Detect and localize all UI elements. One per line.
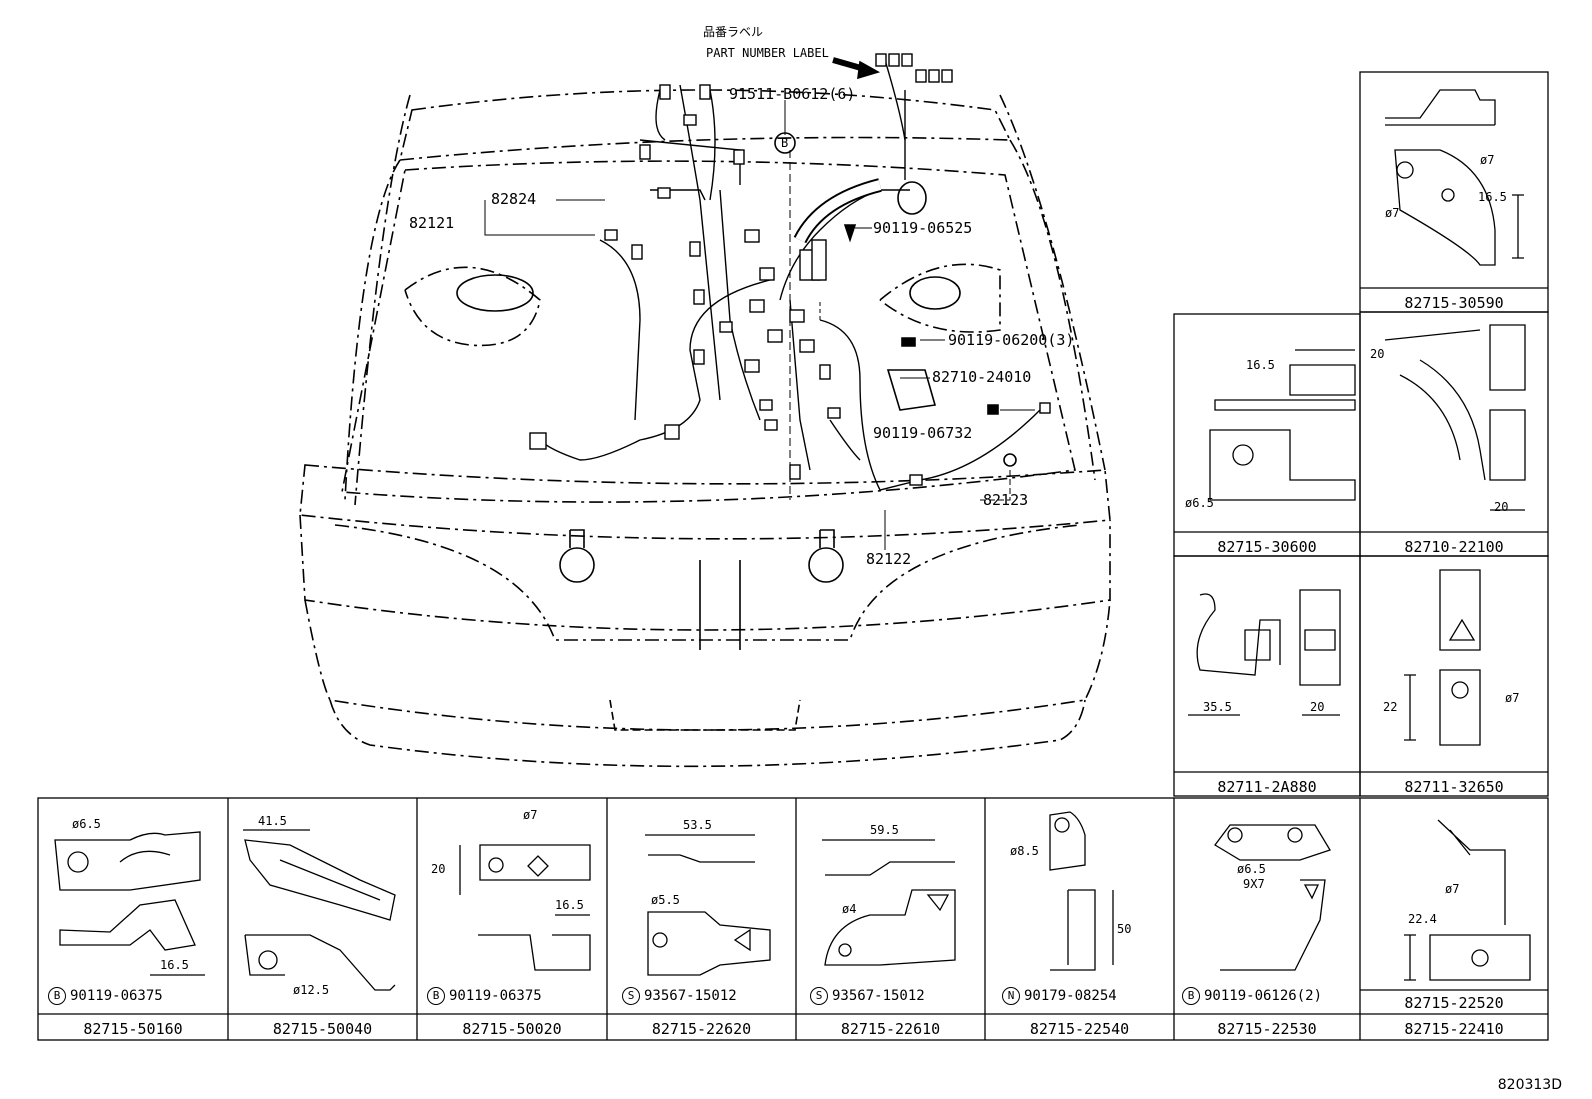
part-title-82715-22520: 82715-22520 (1404, 994, 1504, 1012)
drawing-reference: 820313D (1497, 1077, 1562, 1093)
dim-label: 53.5 (683, 818, 712, 832)
symbol-badge: S (810, 987, 828, 1005)
connectors (529, 53, 1051, 486)
dim-label: ø7 (1445, 882, 1460, 896)
bolt-part-number: 93567-15012 (644, 988, 737, 1004)
part-title-82711-2A880: 82711-2A880 (1217, 778, 1317, 796)
part-title-82715-50020: 82715-50020 (462, 1020, 562, 1038)
bolt-part-number: 90119-06375 (449, 988, 542, 1004)
dim-label: 16.5 (1246, 358, 1275, 372)
dim-label: 22 (1383, 700, 1398, 714)
part-title-82715-50040: 82715-50040 (272, 1020, 373, 1038)
dim-label: 16.5 (555, 898, 584, 912)
part-title-82715-30590: 82715-30590 (1404, 294, 1504, 312)
dim-label: ø12.5 (293, 983, 330, 997)
callout-82123: 82123 (983, 491, 1029, 509)
dim-label: 16.5 (160, 958, 189, 972)
callout-82121: 82121 (409, 214, 455, 232)
bumper-outline (299, 464, 1111, 540)
dim-label: ø7 (1505, 691, 1520, 705)
symbol-badge: B (1182, 987, 1200, 1005)
part-title-82715-22410: 82715-22410 (1404, 1020, 1504, 1038)
bolt-part-number: 90179-08254 (1024, 988, 1117, 1004)
part-title-82715-30600: 82715-30600 (1217, 538, 1317, 556)
part-title-82715-22620: 82715-22620 (651, 1020, 752, 1038)
dim-label: 35.5 (1203, 700, 1232, 714)
callout-82710-24010: 82710-24010 (932, 368, 1032, 386)
dim-label: 20 (1370, 347, 1385, 361)
wire-harness (539, 59, 1041, 491)
parts-grid (37, 71, 1549, 1041)
part-title-82715-22610: 82715-22610 (840, 1020, 941, 1038)
dim-label: 9X7 (1243, 877, 1265, 891)
dim-label: ø5.5 (651, 893, 680, 907)
part-title-82711-32650: 82711-32650 (1404, 778, 1504, 796)
symbol-badge: B (427, 987, 445, 1005)
callout-82824: 82824 (491, 190, 537, 208)
part-title-82715-22530: 82715-22530 (1217, 1020, 1317, 1038)
dim-label: ø7 (1480, 153, 1495, 167)
callout-90119-06732: 90119-06732 (873, 424, 973, 442)
symbol-badge: S (622, 987, 640, 1005)
dim-label: ø6.5 (1237, 862, 1266, 876)
dim-label: ø7 (523, 808, 538, 822)
bolt-part-number: 90119-06126(2) (1204, 988, 1323, 1004)
dim-label: 59.5 (870, 823, 899, 837)
dim-label: 20 (1310, 700, 1325, 714)
callout-90119-06525: 90119-06525 (873, 219, 973, 237)
dim-label: ø4 (842, 902, 857, 916)
callout-82122: 82122 (866, 550, 912, 568)
part-number-label-jp: 品番ラベル (703, 25, 764, 39)
bolt-part-number: 93567-15012 (832, 988, 925, 1004)
part-title-82710-22100: 82710-22100 (1404, 538, 1504, 556)
callout-90119-06200: 90119-06200(3) (948, 331, 1075, 349)
part-title-82715-22540: 82715-22540 (1029, 1020, 1130, 1038)
symbol-badge: N (1002, 987, 1020, 1005)
callout-b-marker: B (781, 136, 789, 150)
dim-label: 22.4 (1408, 912, 1437, 926)
leader-lines (484, 100, 1035, 550)
part-number-label-en: PART NUMBER LABEL (706, 46, 829, 60)
bolt-part-number: 90119-06375 (70, 988, 163, 1004)
dim-label: 50 (1117, 922, 1132, 936)
dim-label: ø6.5 (72, 817, 101, 831)
dim-label: 41.5 (258, 814, 287, 828)
dim-label: ø8.5 (1010, 844, 1039, 858)
part-title-82715-50160: 82715-50160 (83, 1020, 183, 1038)
symbol-badge: B (48, 987, 66, 1005)
dim-label: ø7 (1385, 206, 1400, 220)
dim-label: 16.5 (1478, 190, 1507, 204)
callout-91511: 91511-B0612(6) (729, 85, 856, 103)
dim-label: 20 (431, 862, 446, 876)
dim-label: ø6.5 (1185, 496, 1214, 510)
dim-label: 20 (1494, 500, 1509, 514)
hood-outline (398, 89, 1012, 161)
